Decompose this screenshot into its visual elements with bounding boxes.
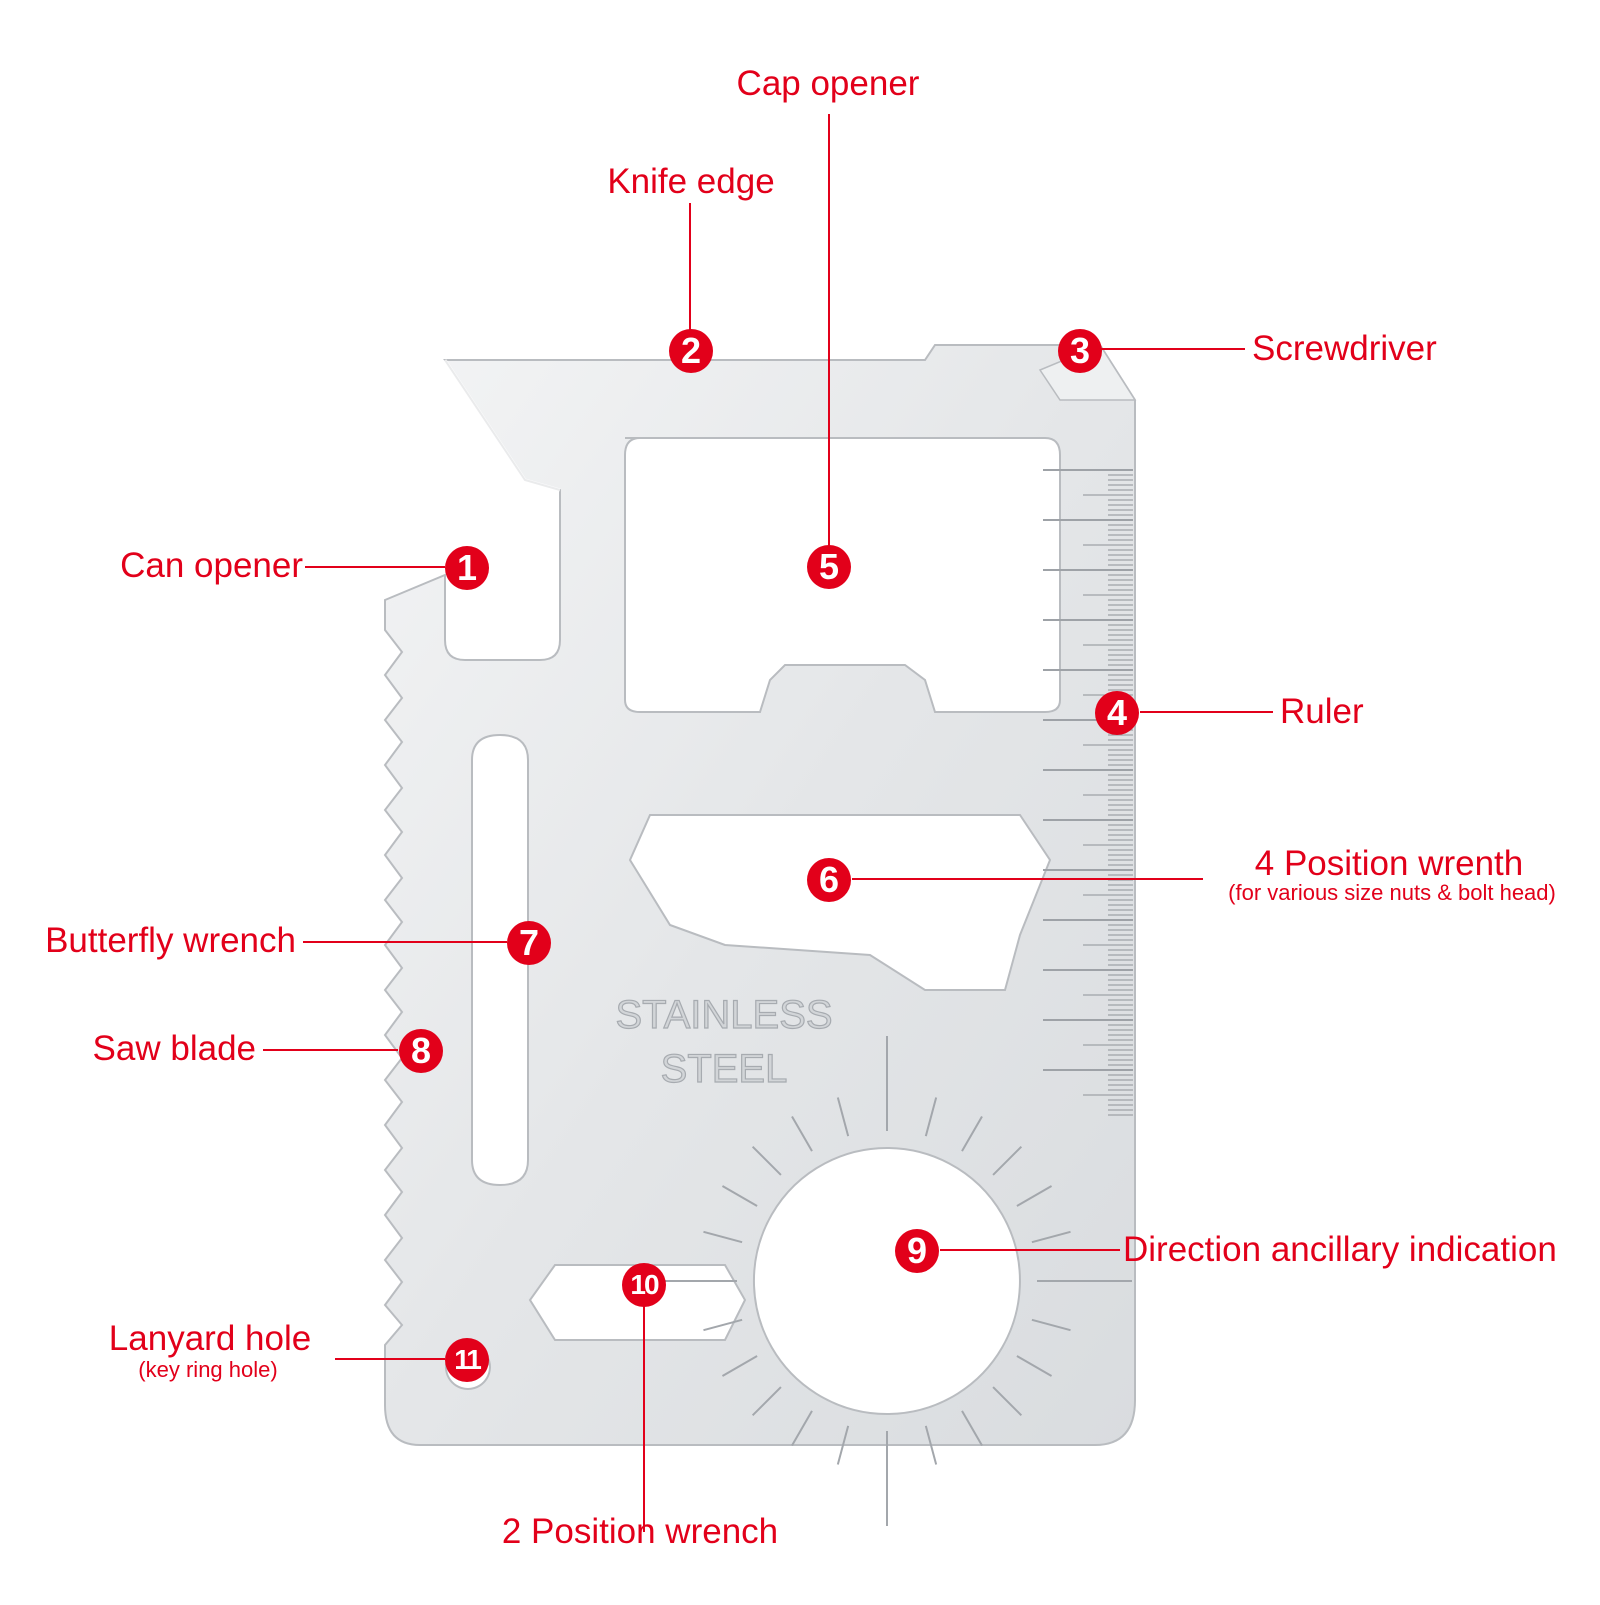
compass-tick (721, 1355, 758, 1377)
label-lanyard-hole: Lanyard hole (108, 1319, 312, 1358)
compass-tick (751, 1145, 782, 1176)
can-opener-edge (443, 359, 561, 492)
compass-tick (924, 1425, 938, 1465)
card-text-line1: STAINLESS (615, 993, 832, 1037)
compass-tick (1031, 1318, 1071, 1332)
callout-badge-2: 2 (669, 329, 713, 373)
compass-tick (1031, 1230, 1071, 1244)
label-can-opener: Can opener (120, 546, 303, 585)
callout-badge-7: 7 (507, 921, 551, 965)
compass-tick (961, 1410, 983, 1447)
compass-tick (721, 1185, 758, 1207)
callout-badge-9: 9 (895, 1229, 939, 1273)
compass-tick (751, 1386, 782, 1417)
label-ruler: Ruler (1280, 692, 1364, 731)
callout-badge-4: 4 (1095, 691, 1139, 735)
compass-tick (703, 1230, 743, 1244)
sublabel-four-position-wrench: (for various size nuts & bolt head) (1228, 880, 1556, 905)
label-knife-edge: Knife edge (607, 162, 775, 201)
compass-tick (791, 1410, 813, 1447)
compass-tick (961, 1115, 983, 1152)
callout-badge-3: 3 (1058, 329, 1102, 373)
compass-tick (791, 1115, 813, 1152)
sublabel-lanyard-hole: (key ring hole) (138, 1357, 278, 1382)
label-saw-blade: Saw blade (92, 1029, 256, 1068)
callout-badge-11: 11 (445, 1338, 489, 1382)
multitool-card (383, 344, 1136, 1446)
callout-badge-6: 6 (807, 858, 851, 902)
callout-badge-8: 8 (399, 1029, 443, 1073)
label-four-position-wrench: 4 Position wrenth (1254, 844, 1524, 883)
callout-badge-5: 5 (807, 545, 851, 589)
callout-badge-1: 1 (445, 546, 489, 590)
compass-tick (836, 1097, 850, 1137)
compass-tick (992, 1145, 1023, 1176)
label-butterfly-wrench: Butterfly wrench (45, 921, 296, 960)
compass-tick (836, 1425, 850, 1465)
compass-tick (992, 1386, 1023, 1417)
compass-tick (1016, 1185, 1053, 1207)
callout-badge-10: 10 (622, 1263, 666, 1307)
label-direction-indication: Direction ancillary indication (1123, 1230, 1557, 1269)
label-two-position-wrench: 2 Position wrench (501, 1512, 779, 1551)
compass-tick (1016, 1355, 1053, 1377)
card-text-line2: STEEL (661, 1047, 788, 1091)
leader-lines (263, 114, 1273, 1532)
ruler-ticks (1043, 469, 1133, 1116)
compass-tick (924, 1097, 938, 1137)
compass-ticks (642, 1036, 1132, 1526)
label-screwdriver: Screwdriver (1252, 329, 1437, 368)
label-cap-opener: Cap opener (736, 64, 920, 103)
compass-tick (703, 1318, 743, 1332)
